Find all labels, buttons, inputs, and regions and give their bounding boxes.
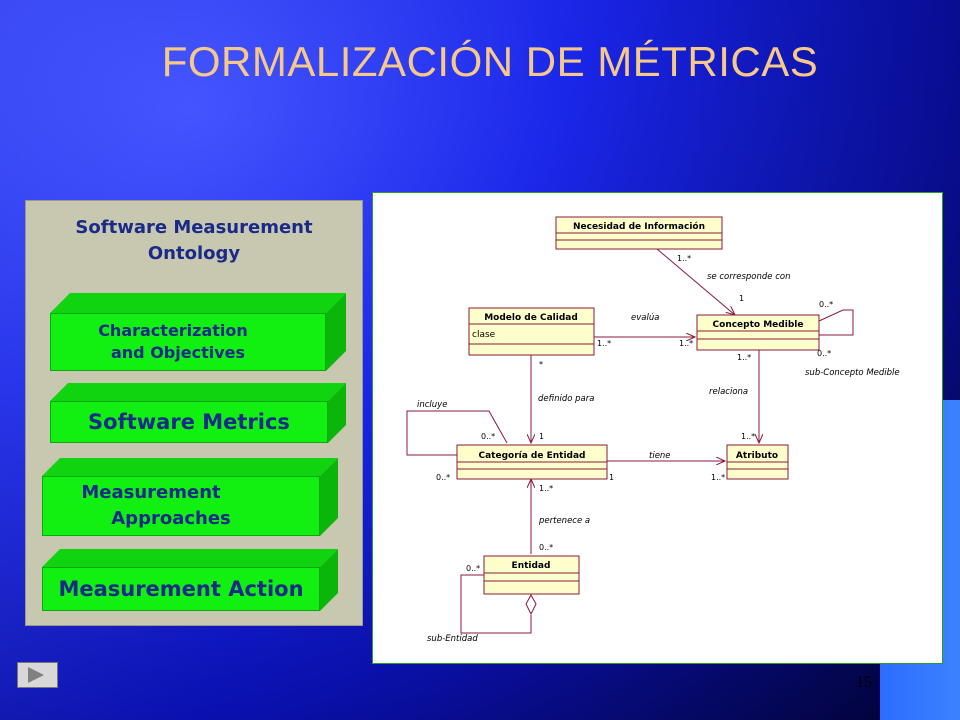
class-categoria[interactable]: Categoría de Entidad [456,444,608,480]
label-se-corresponde: se corresponde con [707,272,790,282]
ontology-box-characterization[interactable]: Characterization and Objectives [50,293,346,371]
mult-ent-top: 0..* [539,543,553,552]
mult-cat-incl-left: 0..* [436,473,450,482]
class-name: Atributo [736,451,778,461]
uml-diagram: Necesidad de Información Modelo de Calid… [372,192,943,664]
mult-con-top: 1 [739,294,744,303]
mult-cat-right: 1 [609,473,614,482]
box-label-line2: Approaches [111,508,231,529]
label-definido-para: definido para [538,394,594,404]
label-pertenece-a: pertenece a [538,516,590,526]
ontology-box-measurement-approaches[interactable]: Measurement Approaches [42,458,338,536]
box-top-face [50,293,346,313]
line-incluye [406,410,508,456]
ontology-panel: Software Measurement Ontology Characteri… [25,200,363,626]
next-slide-button[interactable] [17,662,58,688]
line-sub-concepto [818,309,854,336]
ontology-title-line2: Ontology [147,243,241,264]
ontology-title-line1: Software Measurement [75,217,313,238]
box-front-face: Software Metrics [50,401,328,443]
association-labels: se corresponde con evalúa sub-Concepto M… [417,272,900,644]
line-se-corresponde [656,248,735,315]
class-name: Modelo de Calidad [484,313,578,323]
box-side-face [326,293,346,371]
box-top-face [42,458,338,476]
class-atributo[interactable]: Atributo [726,444,789,480]
label-evalua: evalúa [631,313,659,323]
label-incluye: incluye [417,400,447,410]
mult-cat-incl-top: 0..* [481,432,495,441]
mult-atr-left: 1..* [711,473,725,482]
class-attribute: clase [472,330,496,340]
box-side-face [320,549,338,611]
mult-nec-bottom: 1..* [677,254,691,263]
label-tiene: tiene [649,451,671,461]
mult-mod-right: 1..* [597,339,611,348]
mult-con-bottom: 1..* [737,353,751,362]
class-name: Categoría de Entidad [478,451,585,461]
mult-con-self-bottom: 0..* [817,349,831,358]
aggregation-diamond [525,593,537,616]
box-front-face: Measurement Approaches [42,476,320,536]
box-side-face [320,458,338,536]
mult-mod-bottom: * [539,360,543,369]
class-name: Entidad [512,561,551,571]
label-sub-concepto: sub-Concepto Medible [805,368,900,378]
page-number: 15 [856,674,872,691]
mult-cat-bottom: 1..* [539,484,553,493]
ontology-title: Software Measurement Ontology [26,215,362,267]
class-name: Necesidad de Información [573,221,705,232]
box-side-face [328,383,346,443]
box-front-face: Measurement Action [42,567,320,611]
mult-ent-left: 0..* [466,564,480,573]
box-top-face [42,549,338,567]
box-front-face: Characterization and Objectives [50,313,326,371]
slide-title: FORMALIZACIÓN DE MÉTRICAS [161,38,819,85]
multiplicity-labels: 1..* 1 0..* 0..* 1..* 1..* 1..* * 1 0..*… [436,254,833,573]
class-modelo[interactable]: Modelo de Calidad clase [468,307,595,356]
class-entidad[interactable]: Entidad [483,555,580,595]
association-lines [406,248,854,634]
mult-atr-top: 1..* [741,432,755,441]
mult-con-left: 1..* [679,339,693,348]
box-label: Software Metrics [88,410,290,434]
label-sub-entidad: sub-Entidad [427,634,478,644]
class-name: Concepto Medible [713,320,804,330]
box-label-line1: Characterization [98,321,248,340]
line-sub-entidad [460,574,532,634]
class-necesidad[interactable]: Necesidad de Información [555,216,723,250]
ontology-box-software-metrics[interactable]: Software Metrics [50,383,346,443]
box-label-line1: Measurement [81,482,221,503]
label-relaciona: relaciona [709,387,748,397]
mult-cat-top: 1 [539,432,544,441]
play-arrow-icon [28,667,44,683]
ontology-box-measurement-action[interactable]: Measurement Action [42,549,338,611]
box-label-line2: and Objectives [110,343,246,362]
box-top-face [50,383,346,401]
class-concepto[interactable]: Concepto Medible [696,314,820,351]
box-label: Measurement Action [58,577,304,601]
uml-diagram-svg: Necesidad de Información Modelo de Calid… [406,216,900,644]
mult-con-self-top: 0..* [819,300,833,309]
